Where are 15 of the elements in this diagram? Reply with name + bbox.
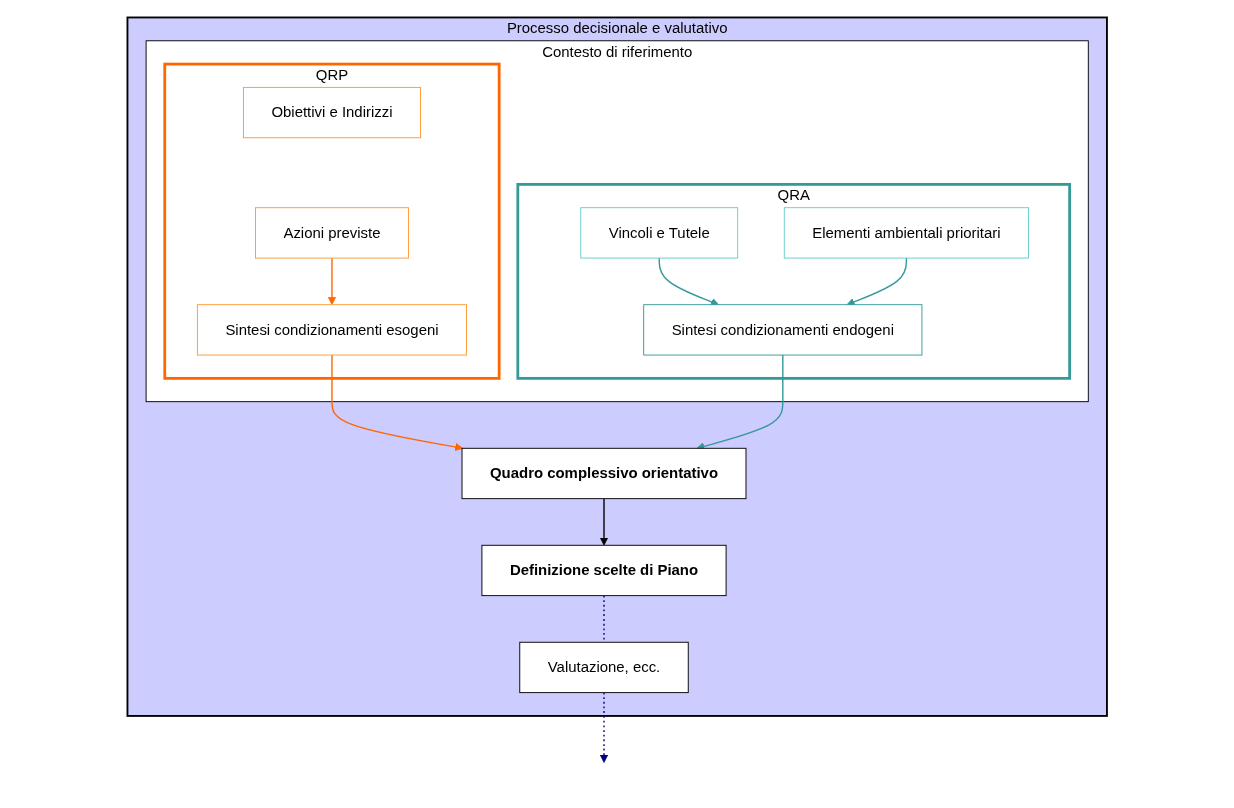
node-box: Quadro complessivo orientativo	[461, 447, 747, 500]
arrow	[331, 354, 463, 452]
node-box: Vincoli e Tutele	[580, 207, 738, 259]
arrow	[599, 497, 608, 546]
node-box: Sintesi condizionamenti esogeni	[196, 304, 467, 356]
node-box: Obiettivi e Indirizzi	[242, 86, 421, 139]
arrow	[658, 257, 719, 306]
arrow	[846, 257, 907, 306]
arrow	[327, 257, 336, 306]
node-box: Definizione scelte di Piano	[481, 544, 727, 597]
node-box: Sintesi condizionamenti endogeni	[643, 304, 923, 356]
node-box: Azioni previste	[254, 207, 409, 259]
node-box: Valutazione, ecc.	[519, 641, 689, 694]
node-box: Elementi ambientali prioritari	[783, 207, 1029, 259]
arrow	[599, 691, 608, 763]
